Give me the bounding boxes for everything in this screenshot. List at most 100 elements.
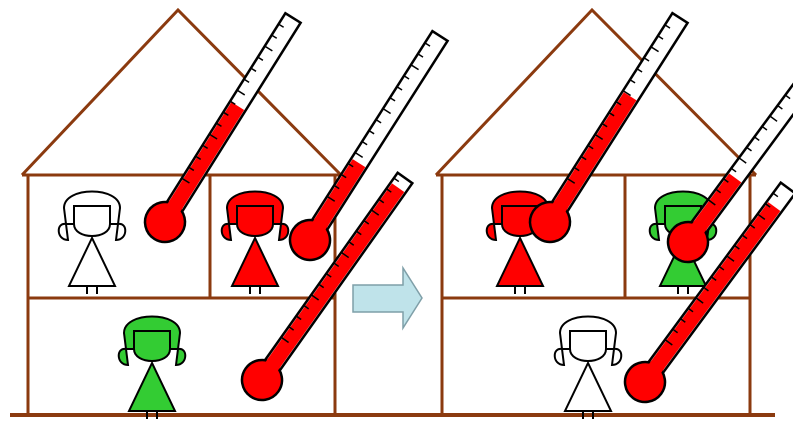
thermometer-top-left [528, 11, 690, 244]
thermometer-tick [573, 166, 580, 172]
thermometer-tick [340, 251, 350, 259]
thermometer-tick [378, 198, 385, 204]
thermometer-tick [741, 234, 748, 240]
person-dress [230, 235, 280, 287]
thermometer-tick [734, 244, 740, 250]
person-face [133, 330, 171, 362]
thermometer-tick [243, 78, 250, 83]
thermometer-tick [687, 307, 694, 313]
person-face [569, 330, 607, 362]
thermometer-tick [615, 100, 622, 106]
roof-after [434, 7, 758, 177]
thermometer-tick [643, 57, 650, 62]
thermometer-top-right [666, 66, 793, 264]
thermometer-neck [307, 217, 329, 238]
thermometer-tick [326, 195, 336, 202]
thermometer-tick [355, 230, 362, 236]
thermometer-mercury [309, 159, 366, 236]
thermometer-tick [288, 326, 295, 331]
thermometer-tick [264, 45, 273, 52]
thermometer-tick [764, 202, 771, 208]
thermometer-tick [738, 157, 747, 164]
thermometer-tick [608, 111, 615, 117]
thermometer-tick [229, 100, 236, 105]
thermometer-tick [348, 241, 355, 246]
thermometer-tick [257, 56, 264, 61]
thermometer-tick [396, 86, 403, 91]
person-dress [67, 235, 117, 287]
thermometer-neck [547, 199, 569, 220]
thermometer-tick [636, 68, 643, 73]
thermometer-tick [746, 146, 752, 152]
thermometer-tick [370, 209, 380, 216]
thermometer-tick [195, 155, 202, 161]
thermometer-bottom [240, 171, 415, 402]
thermometer-tick [566, 177, 576, 184]
arrow-shape [352, 265, 423, 331]
thermometer-tick [664, 24, 671, 29]
thermometer-tick [385, 188, 392, 193]
thermometer-tick [347, 162, 354, 168]
thermometer-neck [686, 219, 708, 241]
thermometer-tick [761, 125, 768, 131]
right-arrow-icon [352, 265, 423, 331]
thermometer-tick [587, 144, 594, 150]
thermometer-tick [749, 223, 756, 229]
thermometer-tick [703, 286, 709, 292]
thermometer-tick [622, 90, 632, 97]
thermometer-tick [601, 122, 608, 128]
thermometer-tick [310, 294, 320, 301]
thermometer-mercury [163, 102, 245, 218]
thermometer-tick [417, 53, 424, 58]
thermometer-top-right [288, 29, 450, 262]
person-dress [127, 360, 177, 412]
thermometer-neck [643, 359, 665, 381]
thermometer-tick [202, 144, 209, 150]
thermometer-mercury [644, 202, 781, 379]
thermometer-tick [333, 262, 340, 268]
thermometer-neck [260, 357, 281, 378]
person-top-right-red [220, 190, 290, 294]
thermometer-tick [222, 111, 229, 117]
person-top-left-red [485, 190, 555, 294]
person-face [73, 205, 111, 237]
thermometer-tick [657, 35, 664, 40]
thermometer-tick [375, 118, 382, 124]
thermometer-tick [354, 151, 364, 158]
thermometer-tick [664, 339, 673, 346]
thermometer-tick [784, 94, 791, 100]
thermometer-tick [594, 133, 604, 140]
thermometer-tick [672, 328, 679, 334]
thermometer-tick [403, 75, 410, 80]
thermometer-tick [769, 115, 778, 122]
thermometer-tick [333, 184, 340, 190]
thermometer-tick [393, 177, 400, 183]
thermometer-tick [236, 89, 246, 96]
thermometer-tick [650, 46, 659, 53]
thermometer-tick [361, 140, 368, 146]
people-before [57, 190, 290, 419]
thermometer-tick [753, 136, 760, 142]
thermometer-tick [325, 272, 332, 278]
person-dress [563, 360, 613, 412]
person-bottom-white [553, 315, 623, 419]
thermometer-tick [777, 104, 783, 110]
thermometer-tick [695, 297, 704, 304]
thermometer-tick [368, 129, 375, 135]
thermometer-tick [629, 79, 636, 84]
people-after [485, 190, 718, 419]
thermometer-tick [718, 265, 725, 271]
thermometers-before [143, 11, 450, 402]
thermometer-tick [250, 67, 257, 72]
thermometer-tick [363, 219, 370, 225]
thermometer-tick [295, 315, 302, 321]
thermometer-tick [723, 178, 729, 183]
thermometer-tick [389, 97, 396, 102]
thermometer-tick [209, 133, 218, 140]
thermometer-tick [730, 167, 737, 173]
person-dress [495, 235, 545, 287]
thermometer-tick [188, 166, 195, 172]
person-top-left-white [57, 190, 127, 294]
thermometer-tick [215, 122, 222, 128]
